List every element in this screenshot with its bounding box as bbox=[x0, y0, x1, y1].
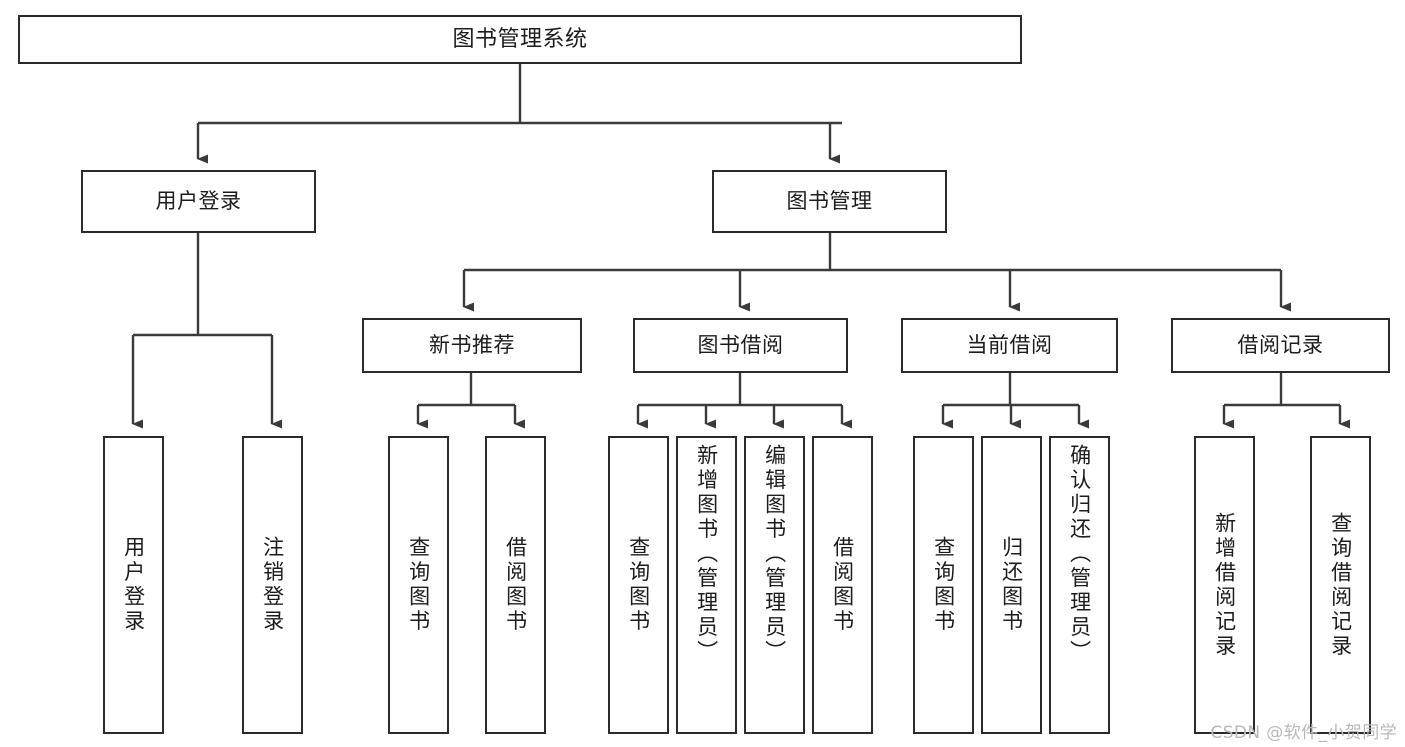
node-label: 确认归还（管理员） bbox=[1067, 444, 1092, 665]
leaf-book-borrow-add-book-admin[interactable]: 新增图书（管理员） bbox=[676, 436, 737, 734]
node-label: 借阅记录 bbox=[1237, 333, 1324, 358]
leaf-current-borrow-confirm-return-admin[interactable]: 确认归还（管理员） bbox=[1049, 436, 1110, 734]
node-label: 归还图书 bbox=[999, 536, 1024, 634]
node-label: 借阅图书 bbox=[503, 536, 528, 634]
node-new-book-recommend[interactable]: 新书推荐 bbox=[362, 318, 582, 373]
node-label: 图书管理系统 bbox=[452, 26, 588, 52]
node-book-borrow[interactable]: 图书借阅 bbox=[633, 318, 848, 373]
node-label: 图书管理 bbox=[786, 189, 873, 214]
node-label: 注销登录 bbox=[260, 536, 285, 634]
node-label: 用户登录 bbox=[155, 189, 242, 214]
node-label: 借阅图书 bbox=[830, 536, 855, 634]
node-label: 查询图书 bbox=[626, 536, 651, 634]
node-label: 用户登录 bbox=[121, 536, 146, 634]
node-label: 查询借阅记录 bbox=[1328, 511, 1353, 659]
node-user-login[interactable]: 用户登录 bbox=[81, 170, 316, 233]
leaf-current-borrow-query-books[interactable]: 查询图书 bbox=[913, 436, 974, 734]
leaf-book-borrow-query-books[interactable]: 查询图书 bbox=[608, 436, 669, 734]
leaf-book-borrow-borrow-books[interactable]: 借阅图书 bbox=[812, 436, 873, 734]
node-label: 查询图书 bbox=[931, 536, 956, 634]
leaf-user-login-logout[interactable]: 注销登录 bbox=[242, 436, 303, 734]
node-borrow-record[interactable]: 借阅记录 bbox=[1171, 318, 1390, 373]
leaf-new-book-borrow-books[interactable]: 借阅图书 bbox=[485, 436, 546, 734]
node-root-book-management-system[interactable]: 图书管理系统 bbox=[18, 15, 1022, 64]
node-current-borrow[interactable]: 当前借阅 bbox=[901, 318, 1118, 373]
watermark-text: CSDN @软件_小贺同学 bbox=[1210, 723, 1397, 743]
leaf-borrow-record-add-record[interactable]: 新增借阅记录 bbox=[1194, 436, 1255, 734]
node-label: 新增图书（管理员） bbox=[694, 444, 719, 665]
node-label: 图书借阅 bbox=[697, 333, 784, 358]
node-label: 查询图书 bbox=[406, 536, 431, 634]
node-label: 新增借阅记录 bbox=[1212, 511, 1237, 659]
node-label: 编辑图书（管理员） bbox=[762, 444, 787, 665]
node-label: 新书推荐 bbox=[429, 333, 515, 358]
node-book-management[interactable]: 图书管理 bbox=[712, 170, 947, 233]
leaf-current-borrow-return-books[interactable]: 归还图书 bbox=[981, 436, 1042, 734]
leaf-user-login-login[interactable]: 用户登录 bbox=[103, 436, 164, 734]
leaf-new-book-query-books[interactable]: 查询图书 bbox=[388, 436, 449, 734]
node-label: 当前借阅 bbox=[966, 333, 1053, 358]
leaf-borrow-record-query-record[interactable]: 查询借阅记录 bbox=[1310, 436, 1371, 734]
leaf-book-borrow-edit-book-admin[interactable]: 编辑图书（管理员） bbox=[744, 436, 805, 734]
